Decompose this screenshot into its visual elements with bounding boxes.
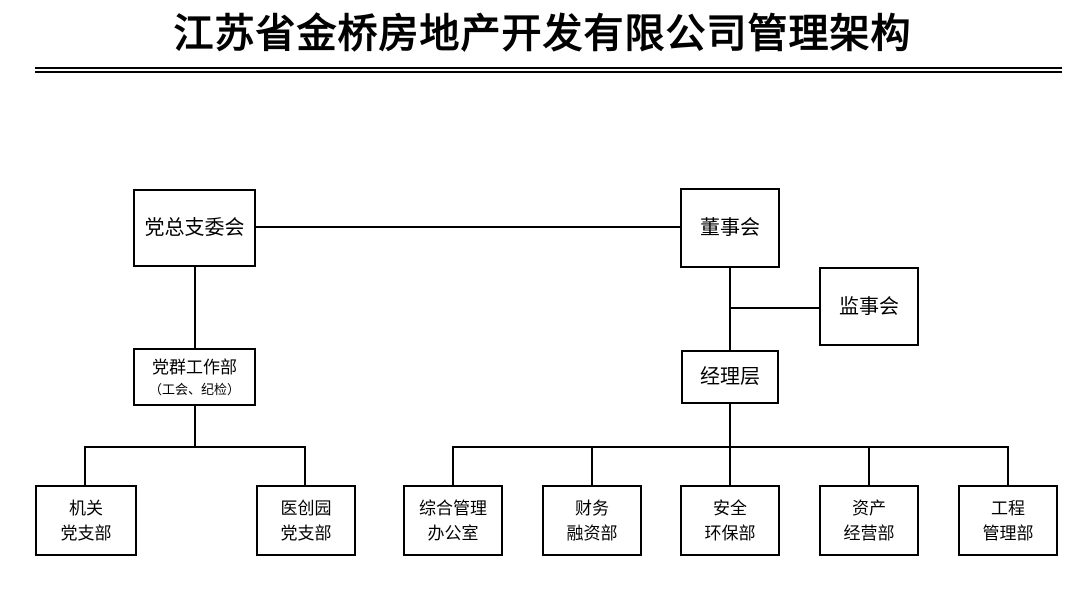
node-board-of-directors: 董事会 <box>680 188 780 268</box>
connector-party-down <box>194 267 196 348</box>
connector-right-bar <box>452 446 1009 448</box>
node-label-line2: 环保部 <box>704 523 756 543</box>
connector-left-drop-1 <box>84 446 86 485</box>
connector-board-down <box>729 268 731 350</box>
connector-managers-down <box>729 404 731 485</box>
node-board-of-supervisors: 监事会 <box>819 267 919 346</box>
node-label-line2: 融资部 <box>566 523 618 543</box>
node-organ-party-branch: 机关 党支部 <box>35 485 137 556</box>
connector-right-drop-1 <box>452 446 454 485</box>
connector-left-drop-2 <box>304 446 306 485</box>
node-safety-environment-dept: 安全 环保部 <box>680 485 780 556</box>
node-management-level: 经理层 <box>681 350 779 404</box>
connector-party-board <box>256 226 680 228</box>
node-label: 党总支委会 <box>144 217 245 239</box>
node-party-mass-work-dept: 党群工作部 （工会、纪检） <box>133 348 256 406</box>
connector-left-bar <box>84 446 306 448</box>
node-label: 党群工作部 <box>152 358 237 377</box>
node-label-line1: 安全 <box>713 498 747 518</box>
node-party-general-branch-committee: 党总支委会 <box>133 189 256 267</box>
node-label-line2: 党支部 <box>280 523 332 543</box>
node-label-line1: 综合管理 <box>419 498 487 518</box>
node-asset-operation-dept: 资产 经营部 <box>819 485 919 556</box>
node-label-line2: 经营部 <box>843 523 895 543</box>
node-sublabel: （工会、纪检） <box>148 382 240 397</box>
connector-right-drop-2 <box>591 446 593 485</box>
node-yichuangyuan-party-branch: 医创园 党支部 <box>256 485 356 556</box>
connector-board-supervisors <box>729 307 819 309</box>
node-engineering-management-dept: 工程 管理部 <box>958 485 1058 556</box>
node-label: 经理层 <box>700 366 760 388</box>
node-label: 监事会 <box>839 295 899 318</box>
node-label-line2: 管理部 <box>982 523 1034 543</box>
title-double-rule <box>35 67 1062 73</box>
page-title: 江苏省金桥房地产开发有限公司管理架构 <box>173 11 912 56</box>
connector-right-drop-4 <box>868 446 870 485</box>
node-label-line2: 办公室 <box>427 523 479 543</box>
node-label: 董事会 <box>700 217 760 239</box>
node-label-line2: 党支部 <box>60 523 112 543</box>
node-general-management-office: 综合管理 办公室 <box>403 485 503 556</box>
connector-partywork-down <box>194 406 196 446</box>
node-label-line1: 医创园 <box>280 498 332 518</box>
connector-right-drop-5 <box>1007 446 1009 485</box>
node-finance-financing-dept: 财务 融资部 <box>542 485 642 556</box>
node-label-line1: 财务 <box>575 498 609 518</box>
node-label-line1: 工程 <box>991 498 1025 518</box>
node-label-line1: 机关 <box>69 498 103 518</box>
node-label-line1: 资产 <box>852 498 886 518</box>
